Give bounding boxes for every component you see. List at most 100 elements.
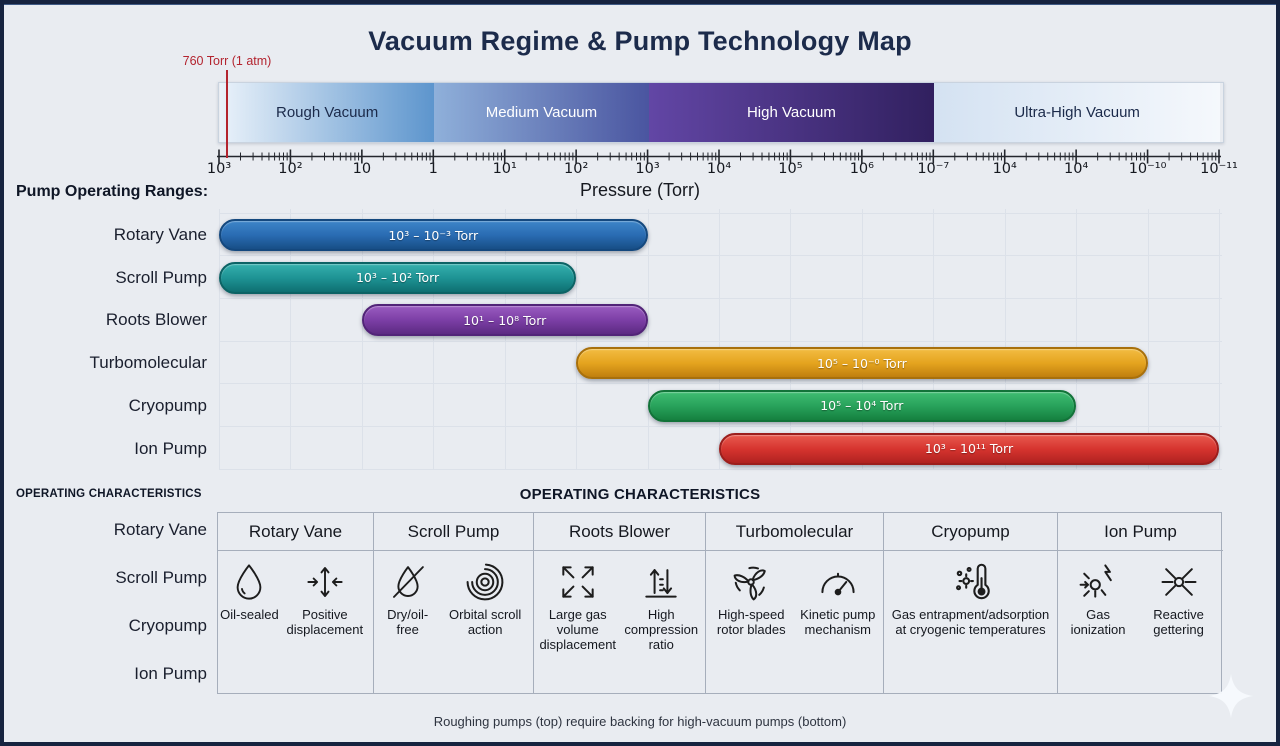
- gridline-horizontal: [219, 212, 1222, 214]
- droplet-icon: [228, 558, 270, 606]
- pump-bar-roots-blower: 10¹ – 10⁸ Torr: [361, 304, 648, 337]
- droplet-slash-icon: [387, 558, 429, 606]
- characteristics-row-label: Rotary Vane: [113, 520, 207, 539]
- gridline-vertical: [576, 209, 578, 469]
- column-header: Turbomolecular: [706, 513, 883, 551]
- gridline-vertical: [790, 209, 792, 469]
- axis-tick-label: 10⁻¹⁰: [1128, 161, 1167, 177]
- axis-tick-label: 10⁶: [849, 161, 874, 177]
- pump-bar-range-label: 10¹ – 10⁸ Torr: [463, 312, 547, 328]
- gridline-horizontal: [219, 426, 1222, 427]
- pump-ranges-heading: Pump Operating Ranges:: [16, 183, 209, 200]
- pump-bar-turbomolecular: 10⁵ – 10⁻⁰ Torr: [576, 347, 1148, 380]
- pressure-axis-label: Pressure (Torr): [579, 180, 700, 200]
- characteristics-row-label: Cryopump: [128, 616, 207, 635]
- gridline-vertical: [219, 209, 220, 469]
- pump-bar-range-label: 10⁵ – 10⁻⁰ Torr: [816, 355, 907, 371]
- regime-segment: Rough Vacuum: [220, 83, 435, 142]
- gas-ionization-icon: [1076, 558, 1120, 606]
- regime-segment: High Vacuum: [648, 83, 935, 142]
- regime-segment: Medium Vacuum: [434, 83, 649, 142]
- reactive-gettering-icon: [1157, 558, 1201, 606]
- pump-bar-range-label: 10³ – 10⁻³ Torr: [388, 227, 479, 243]
- characteristic-item: Dry/oil-free: [376, 558, 439, 638]
- pump-bar-ion-pump: 10³ – 10¹¹ Torr: [719, 432, 1219, 465]
- characteristic-item: Large gas volume displacement: [536, 558, 620, 653]
- pump-bar-scroll-pump: 10³ – 10² Torr: [219, 261, 577, 294]
- column-header: Scroll Pump: [374, 513, 533, 551]
- axis-tick-label: 10⁴: [1064, 161, 1089, 177]
- characteristic-label: Reactive gettering: [1153, 607, 1204, 637]
- characteristic-item: Kinetic pump mechanism: [795, 558, 882, 638]
- atm-annotation: 760 Torr (1 atm): [182, 54, 272, 68]
- characteristic-item: Orbital scroll action: [439, 558, 531, 638]
- gridline-vertical: [290, 209, 292, 469]
- characteristic-item: Oil-sealed: [220, 558, 279, 623]
- characteristic-label: High compression ratio: [624, 607, 699, 652]
- characteristics-heading: OPERATING CHARACTERISTICS: [519, 486, 761, 503]
- column-header: Ion Pump: [1058, 513, 1223, 551]
- gridline-vertical: [504, 209, 506, 469]
- positive-displacement-icon: [304, 558, 346, 606]
- characteristic-item: High compression ratio: [620, 558, 704, 653]
- axis-tick-label: 1: [428, 161, 438, 177]
- gridline-vertical: [1147, 209, 1149, 469]
- axis-tick-label: 10²: [278, 161, 303, 177]
- gridline-vertical: [861, 209, 863, 469]
- axis-tick-label: 10: [352, 161, 372, 177]
- pump-row-label: Scroll Pump: [115, 267, 207, 287]
- axis-tick-label: 10¹: [492, 161, 517, 177]
- characteristic-label: Positive displacement: [286, 607, 364, 637]
- characteristic-item: Reactive gettering: [1136, 558, 1221, 638]
- pump-bar-rotary-vane: 10³ – 10⁻³ Torr: [219, 219, 648, 251]
- gridline-vertical: [719, 209, 720, 469]
- gridline-vertical: [433, 209, 435, 469]
- characteristic-item: Positive displacement: [279, 558, 371, 638]
- sparkle-icon: [1208, 673, 1254, 719]
- cryo-thermometer-icon: [948, 558, 994, 606]
- characteristics-row-label: Scroll Pump: [115, 568, 207, 587]
- characteristic-label: Gas entrapment/adsorption at cryogenic t…: [891, 607, 1050, 637]
- axis-tick-label: 10⁻⁷: [917, 161, 950, 177]
- gauge-icon: [816, 558, 860, 606]
- gridline-horizontal: [219, 297, 1222, 299]
- axis-tick-label: 10²: [564, 161, 589, 177]
- gridline-vertical: [361, 209, 363, 469]
- pump-bar-range-label: 10³ – 10¹¹ Torr: [924, 441, 1014, 456]
- pump-bar-range-label: 10⁵ – 10⁴ Torr: [820, 398, 904, 414]
- column-header: Cryopump: [884, 513, 1057, 551]
- pump-row-label: Cryopump: [128, 395, 207, 415]
- characteristic-label: Orbital scroll action: [449, 607, 522, 637]
- column-header: Roots Blower: [534, 513, 705, 551]
- pump-bar-cryopump: 10⁵ – 10⁴ Torr: [647, 389, 1077, 422]
- regime-label: Rough Vacuum: [275, 104, 379, 121]
- pump-row-label: Turbomolecular: [89, 353, 207, 373]
- atm-reference-line: [226, 70, 228, 158]
- characteristic-item: Gas ionization: [1060, 558, 1136, 638]
- axis-tick-label: 10³: [635, 161, 660, 177]
- pump-row-label: Roots Blower: [105, 310, 207, 330]
- characteristic-label: Dry/oil-free: [387, 607, 429, 637]
- axis-tick-label: 10³: [206, 161, 232, 177]
- gridline-vertical: [1219, 209, 1220, 469]
- pump-bar-range-label: 10³ – 10² Torr: [355, 270, 440, 286]
- regime-label: Medium Vacuum: [485, 104, 598, 121]
- column-body: Gas entrapment/adsorption at cryogenic t…: [884, 551, 1057, 693]
- footnote: Roughing pumps (top) require backing for…: [433, 714, 847, 729]
- axis-tick-label: 10⁵: [778, 161, 803, 177]
- gridline-vertical: [1004, 209, 1006, 469]
- rotor-blades-icon: [729, 558, 773, 606]
- column-body: Dry/oil-free Orbital scroll action: [374, 551, 533, 693]
